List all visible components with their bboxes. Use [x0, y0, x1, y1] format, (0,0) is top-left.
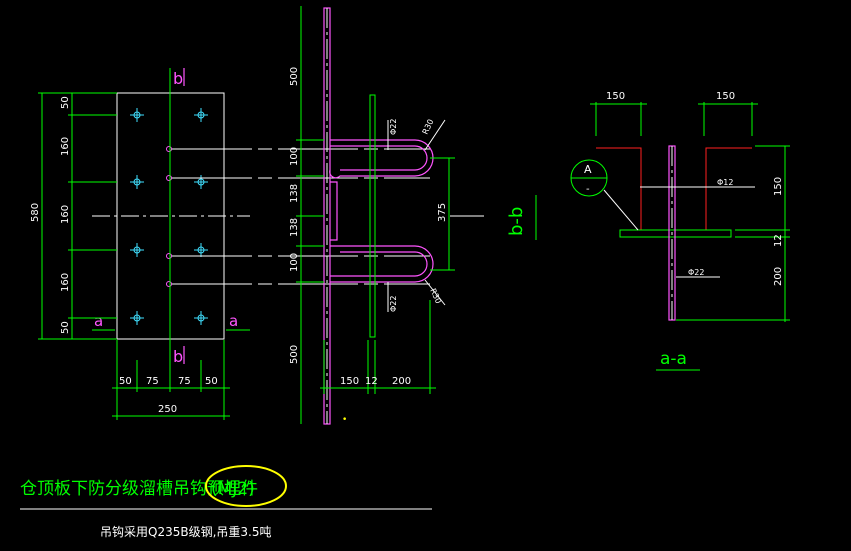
- section-b-view: 500 100 138 138 100 500 375 Φ22 Φ22 R30 …: [289, 6, 537, 425]
- section-b-dim-bottom: [320, 300, 436, 394]
- detail-bubble-top: A: [584, 163, 592, 176]
- section-b-dim-b0: 150: [340, 376, 359, 387]
- section-mark-b-bottom: b: [173, 347, 183, 366]
- section-b-dim-bottom: 500: [289, 345, 300, 364]
- plan-dim-vertical: [38, 92, 117, 340]
- plan-dim-bottom: [112, 340, 230, 420]
- plan-dim-b-0: 50: [119, 376, 132, 387]
- section-a-dim-top-right: 150: [716, 91, 735, 102]
- section-b-dim-m1: 138: [289, 184, 300, 203]
- section-b-dim-b2: 200: [392, 376, 411, 387]
- section-mark-a-right: a: [229, 312, 238, 330]
- section-a-label-phi22: Φ22: [688, 268, 704, 277]
- section-a-label-phi12: Φ12: [717, 178, 733, 187]
- section-a-dim-r0: 150: [773, 177, 784, 196]
- section-b-dim-top: 500: [289, 67, 300, 86]
- section-b-dim-m2: 138: [289, 218, 300, 237]
- section-b-radius-top: R30: [421, 118, 436, 136]
- plan-view: b b a a 580 50 160 160 160 50: [30, 68, 430, 420]
- section-a-dim-r1: 12: [773, 234, 784, 247]
- section-b-dim-b1: 12: [365, 376, 378, 387]
- drawing-note: 吊钩采用Q235B级钢,吊重3.5吨: [100, 525, 271, 539]
- plan-dim-v-2: 160: [60, 205, 71, 224]
- highlight-circle: [205, 465, 287, 507]
- hook-point-markers: [166, 146, 172, 287]
- section-b-dim-left: [296, 6, 324, 424]
- title-block: 仓顶板下防分级溜槽吊钩预埋件 (MJ2) 吊钩采用Q235B级钢,吊重3.5吨: [20, 465, 432, 539]
- plan-dim-v-3: 160: [60, 273, 71, 292]
- anchor-bolt-icons: [130, 108, 208, 325]
- section-mark-a-left: a: [94, 312, 103, 330]
- section-b-bar-label-top: Φ22: [389, 119, 398, 135]
- section-a-dim-top-left: 150: [606, 91, 625, 102]
- drawing-title: 仓顶板下防分级溜槽吊钩预埋件: [20, 479, 258, 499]
- plan-dim-v-4: 50: [60, 321, 71, 334]
- detail-bubble-bottom: -: [586, 184, 590, 195]
- section-b-dim-m0: 100: [289, 147, 300, 166]
- section-a-view: 150 150 A - Φ12 Φ22 150 12 200 a-a: [570, 91, 790, 371]
- section-b-dim-m3: 100: [289, 253, 300, 272]
- section-b-bar-label-bottom: Φ22: [389, 296, 398, 312]
- section-a-dim-r2: 200: [773, 267, 784, 286]
- cursor-marker: •: [342, 415, 347, 425]
- plan-dim-v-0: 50: [60, 96, 71, 109]
- section-a-label: a-a: [660, 349, 687, 369]
- plan-dim-total-height: 580: [30, 203, 41, 222]
- plan-dim-v-1: 160: [60, 137, 71, 156]
- section-b-label: b-b: [506, 207, 527, 236]
- plan-dim-total-width: 250: [158, 404, 177, 415]
- drawing-title-tag: (MJ2): [211, 479, 255, 499]
- plan-dim-b-1: 75: [146, 376, 159, 387]
- plan-dim-b-3: 50: [205, 376, 218, 387]
- section-mark-b-top: b: [173, 69, 183, 88]
- plan-dim-b-2: 75: [178, 376, 191, 387]
- section-b-dim-right: 375: [437, 203, 448, 222]
